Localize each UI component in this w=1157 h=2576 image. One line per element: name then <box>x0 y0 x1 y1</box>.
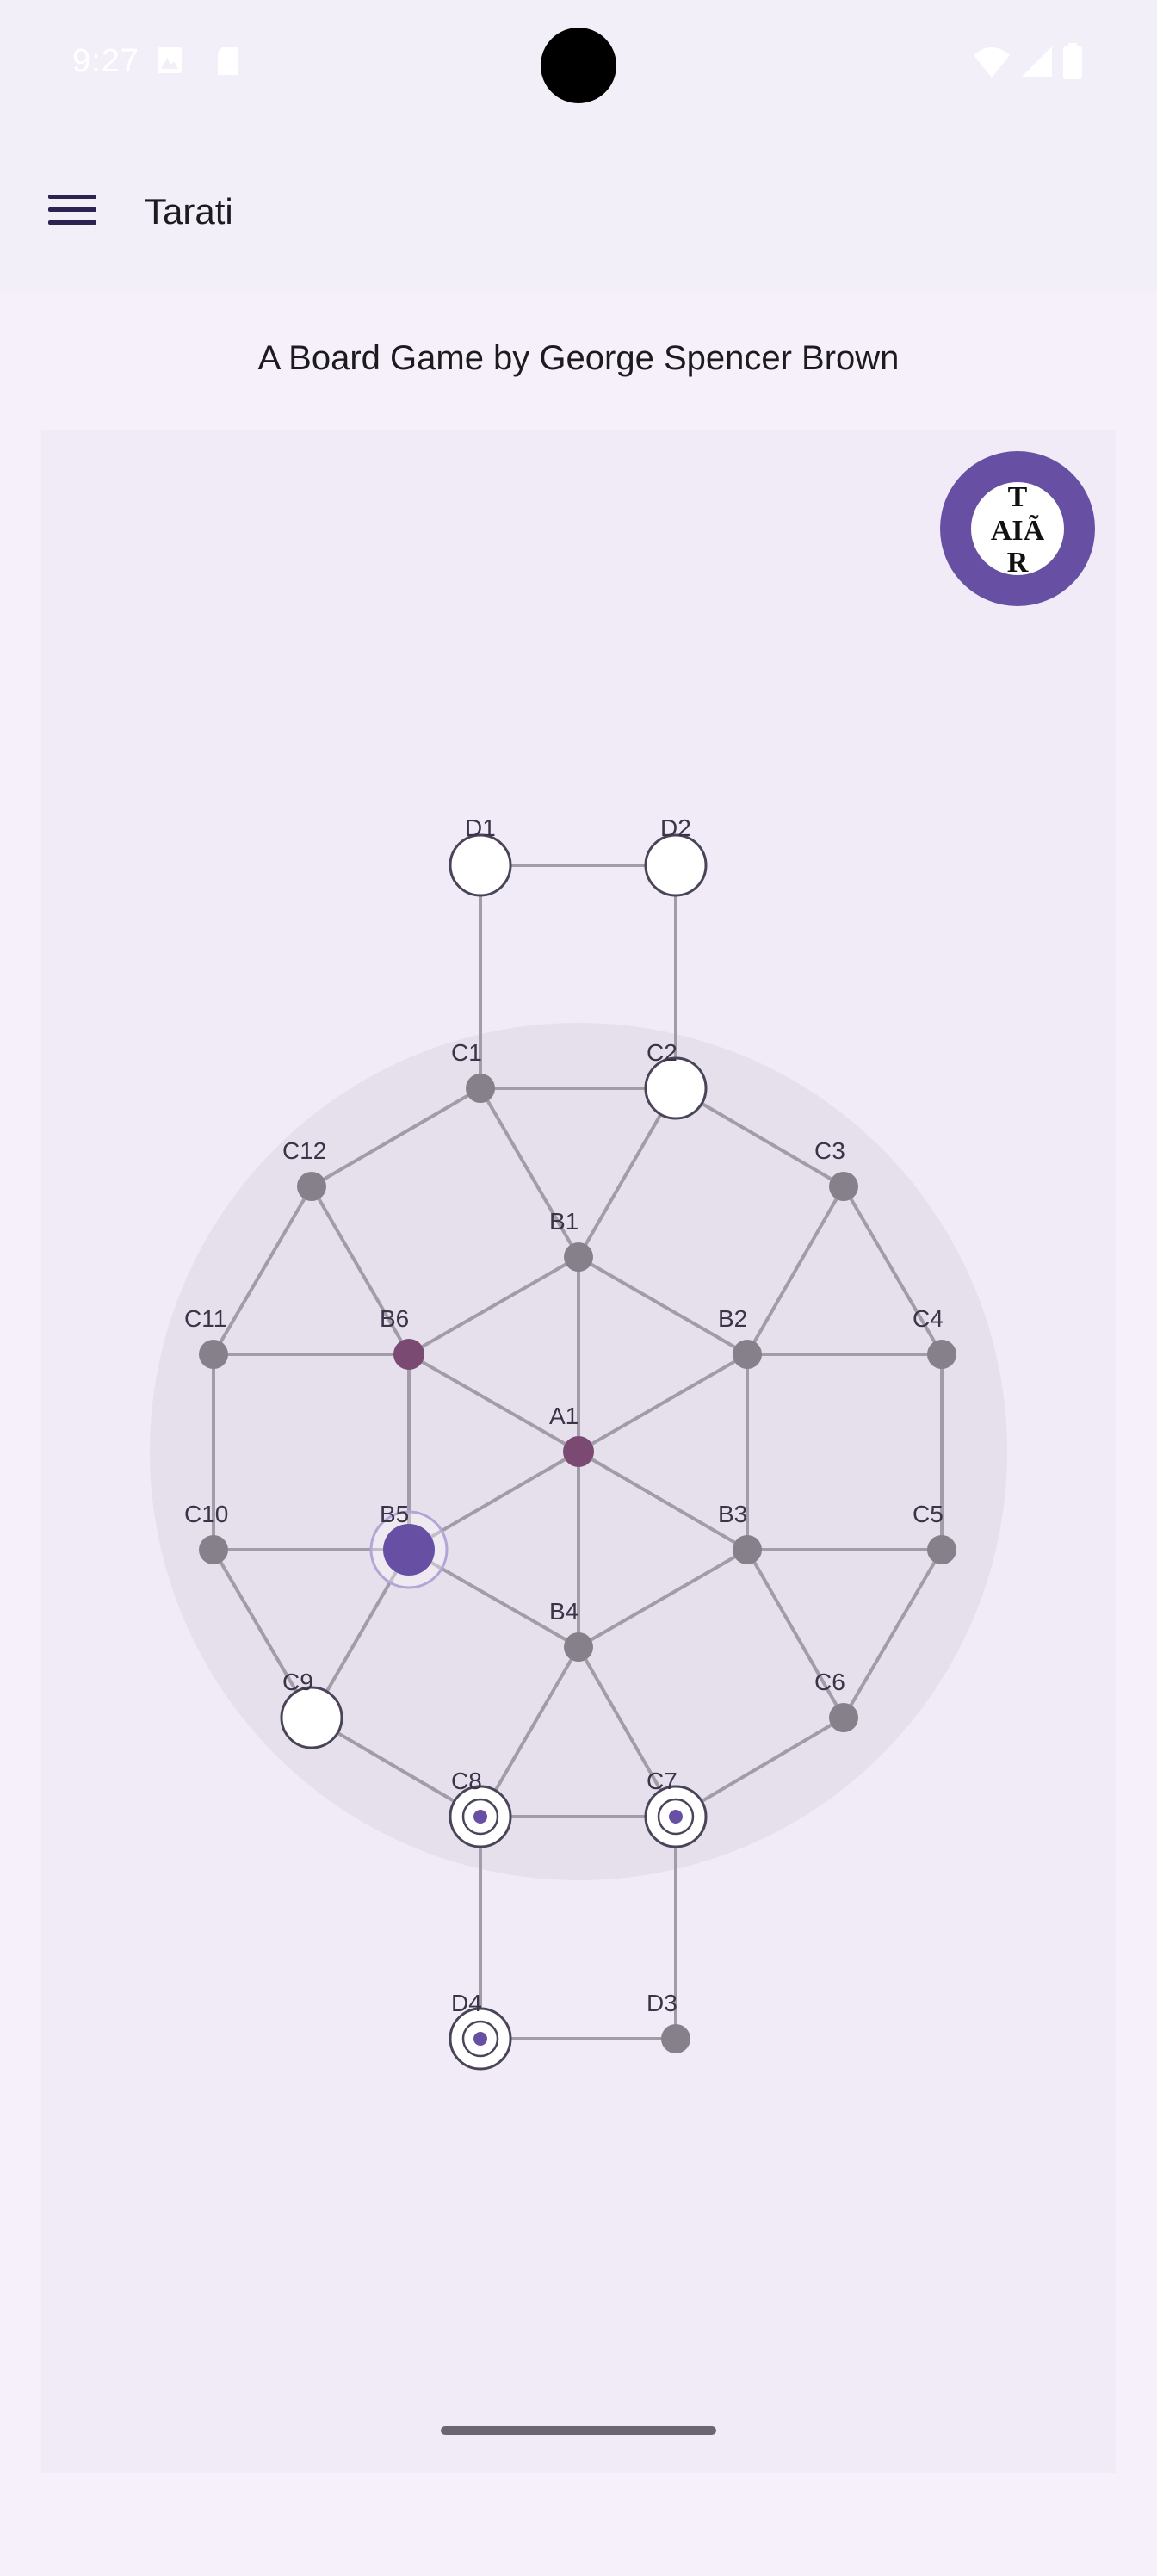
signal-icon <box>1021 46 1052 77</box>
board-node-c2[interactable] <box>644 1056 708 1120</box>
board-edge-c12-c11 <box>212 1185 313 1356</box>
board-node-a1[interactable] <box>563 1436 594 1467</box>
node-label-c9: C9 <box>282 1669 313 1695</box>
board-node-c3[interactable] <box>829 1172 858 1201</box>
logo-letters-middle: AIÃ <box>991 515 1045 547</box>
node-label-c8: C8 <box>451 1768 482 1794</box>
board-node-c12[interactable] <box>297 1172 326 1201</box>
status-bar: 9:27 <box>0 0 1157 129</box>
home-indicator <box>441 2426 716 2435</box>
board-node-d2[interactable] <box>644 833 708 897</box>
board-edge-a1-b5 <box>407 1450 580 1551</box>
board-edge-c3-c4 <box>842 1185 944 1356</box>
node-label-c2: C2 <box>647 1039 677 1066</box>
status-time: 9:27 <box>72 43 139 79</box>
sd-card-icon <box>218 47 238 75</box>
board-edge-b4-b5 <box>408 1548 579 1649</box>
node-label-c12: C12 <box>282 1137 326 1164</box>
node-label-b2: B2 <box>718 1305 747 1332</box>
node-label-b5: B5 <box>380 1501 409 1527</box>
board-node-c7[interactable] <box>644 1785 708 1848</box>
board-edge-b1-b2 <box>578 1255 748 1356</box>
board-node-c5[interactable] <box>927 1535 956 1564</box>
board-edge-c5-c6 <box>842 1548 944 1719</box>
node-label-b4: B4 <box>549 1598 578 1625</box>
board-edge-c9-b5 <box>310 1548 411 1719</box>
board-node-d1[interactable] <box>449 833 512 897</box>
board-node-b1[interactable] <box>564 1242 593 1272</box>
logo-letters-bottom: R <box>1007 547 1029 579</box>
board-edge-c6-b3 <box>746 1549 845 1718</box>
battery-icon <box>1063 43 1082 79</box>
board-edge-c8-b4 <box>479 1645 580 1818</box>
node-label-c7: C7 <box>647 1768 677 1794</box>
app-bar: Tarati <box>0 129 1157 293</box>
board-edge-c6-c7 <box>674 1716 845 1818</box>
board-node-c8[interactable] <box>449 1785 512 1848</box>
app-title: Tarati <box>145 191 233 232</box>
tarati-logo-icon: T AIÃ R <box>971 481 1064 579</box>
board-edge-a1-b6 <box>408 1353 579 1453</box>
board-node-c10[interactable] <box>199 1535 228 1564</box>
wifi-icon <box>974 47 1010 77</box>
board-edge-c1-c12 <box>310 1087 482 1188</box>
tarati-logo-button[interactable]: T AIÃ R <box>940 451 1095 606</box>
node-label-c11: C11 <box>184 1305 226 1332</box>
board-node-d3[interactable] <box>661 2024 690 2053</box>
board-node-c1[interactable] <box>466 1074 495 1103</box>
node-label-b6: B6 <box>380 1305 409 1332</box>
board-node-b5[interactable] <box>369 1510 449 1589</box>
node-label-c5: C5 <box>913 1501 944 1527</box>
board-edge-b3-b4 <box>578 1548 748 1649</box>
hamburger-menu-icon <box>48 195 96 225</box>
board-node-c9[interactable] <box>280 1686 343 1749</box>
node-label-b1: B1 <box>549 1208 578 1235</box>
board-edge-c7-b4 <box>577 1646 677 1817</box>
board-edge-c2-b1 <box>577 1087 677 1258</box>
logo-letters-top: T <box>1008 481 1028 513</box>
board-edge-c1-b1 <box>479 1087 580 1259</box>
board-edge-b6-b1 <box>408 1255 579 1356</box>
photo-notification-icon <box>158 47 182 73</box>
page-subtitle: A Board Game by George Spencer Brown <box>257 339 900 377</box>
board-node-c4[interactable] <box>927 1340 956 1369</box>
board-edge-c10-c9 <box>212 1548 313 1719</box>
board-edge-a1-b2 <box>578 1353 748 1453</box>
node-label-d4: D4 <box>451 1990 482 2016</box>
node-label-b3: B3 <box>718 1501 747 1527</box>
board-node-c11[interactable] <box>199 1340 228 1369</box>
board-node-b3[interactable] <box>733 1535 762 1564</box>
board-nodes <box>199 833 956 2071</box>
board-edge-c9-c8 <box>310 1716 482 1818</box>
board-edge-a1-b3 <box>577 1450 749 1551</box>
node-label-d2: D2 <box>660 814 691 841</box>
node-label-c1: C1 <box>451 1039 482 1066</box>
board-edge-c2-c3 <box>674 1087 845 1188</box>
board-edges <box>212 864 944 2040</box>
node-label-d1: D1 <box>465 814 496 841</box>
board-node-b4[interactable] <box>564 1632 593 1662</box>
board-node-d4[interactable] <box>449 2007 512 2071</box>
board-node-b2[interactable] <box>733 1340 762 1369</box>
node-label-a1: A1 <box>549 1403 578 1429</box>
node-label-c4: C4 <box>913 1305 944 1332</box>
board-edge-c3-b2 <box>746 1186 845 1355</box>
board-node-c6[interactable] <box>829 1703 858 1732</box>
node-label-d3: D3 <box>647 1990 677 2016</box>
menu-button[interactable] <box>34 167 110 253</box>
node-label-c10: C10 <box>184 1501 228 1527</box>
board-node-b6[interactable] <box>393 1339 424 1370</box>
node-label-c6: C6 <box>814 1669 845 1695</box>
board-edge-c12-b6 <box>310 1185 411 1356</box>
camera-cutout <box>541 28 616 103</box>
node-label-c3: C3 <box>814 1137 845 1164</box>
